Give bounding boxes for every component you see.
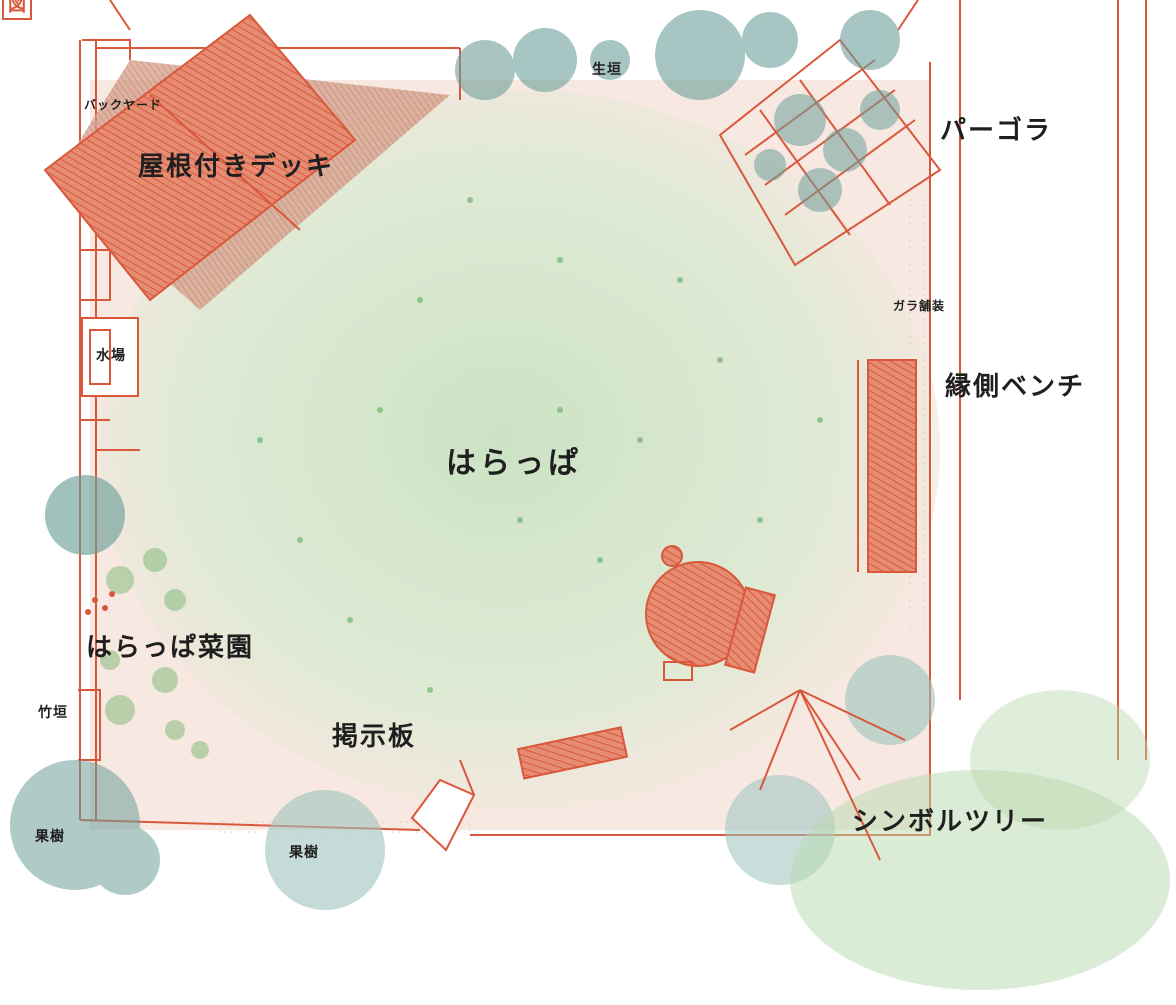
symbol-tree-canopy — [725, 655, 1170, 990]
left-shrub — [45, 475, 125, 555]
bottom-bench — [516, 726, 629, 780]
label-harappa: はらっぱ — [446, 446, 582, 481]
label-gravel: ガラ舗装 — [893, 299, 946, 313]
hedge — [455, 10, 900, 100]
round-table — [645, 545, 777, 681]
label-symbol-tree: シンボルツリー — [852, 807, 1049, 837]
left-fence — [78, 249, 140, 761]
label-water-area: 水場 — [96, 348, 126, 364]
label-fruit-tree-center: 果樹 — [289, 845, 319, 861]
lawn-tufts — [257, 197, 823, 693]
figure-label: 図 — [2, 0, 32, 20]
label-hedge: 生垣 — [592, 62, 622, 78]
label-engawa-bench: 縁側ベンチ — [945, 372, 1086, 402]
notice-board-shape — [410, 759, 476, 852]
label-vegetable-garden: はらっぱ菜園 — [86, 633, 255, 663]
label-notice-board: 掲示板 — [332, 722, 417, 752]
fruit-tree-left-canopy — [10, 760, 160, 895]
covered-deck — [43, 13, 450, 310]
pergola-vines — [754, 90, 900, 212]
vegetable-garden — [100, 548, 209, 759]
water-area — [81, 317, 139, 397]
tomato-plants — [85, 591, 115, 615]
label-pergola: パーゴラ — [940, 116, 1053, 146]
fruit-tree-center-canopy — [265, 790, 385, 910]
label-bamboo-fence: 竹垣 — [38, 705, 68, 721]
label-fruit-tree-left: 果樹 — [35, 829, 65, 845]
engawa-bench — [857, 359, 917, 573]
label-backyard: バックヤード — [84, 98, 163, 112]
label-covered-deck: 屋根付きデッキ — [138, 152, 335, 182]
